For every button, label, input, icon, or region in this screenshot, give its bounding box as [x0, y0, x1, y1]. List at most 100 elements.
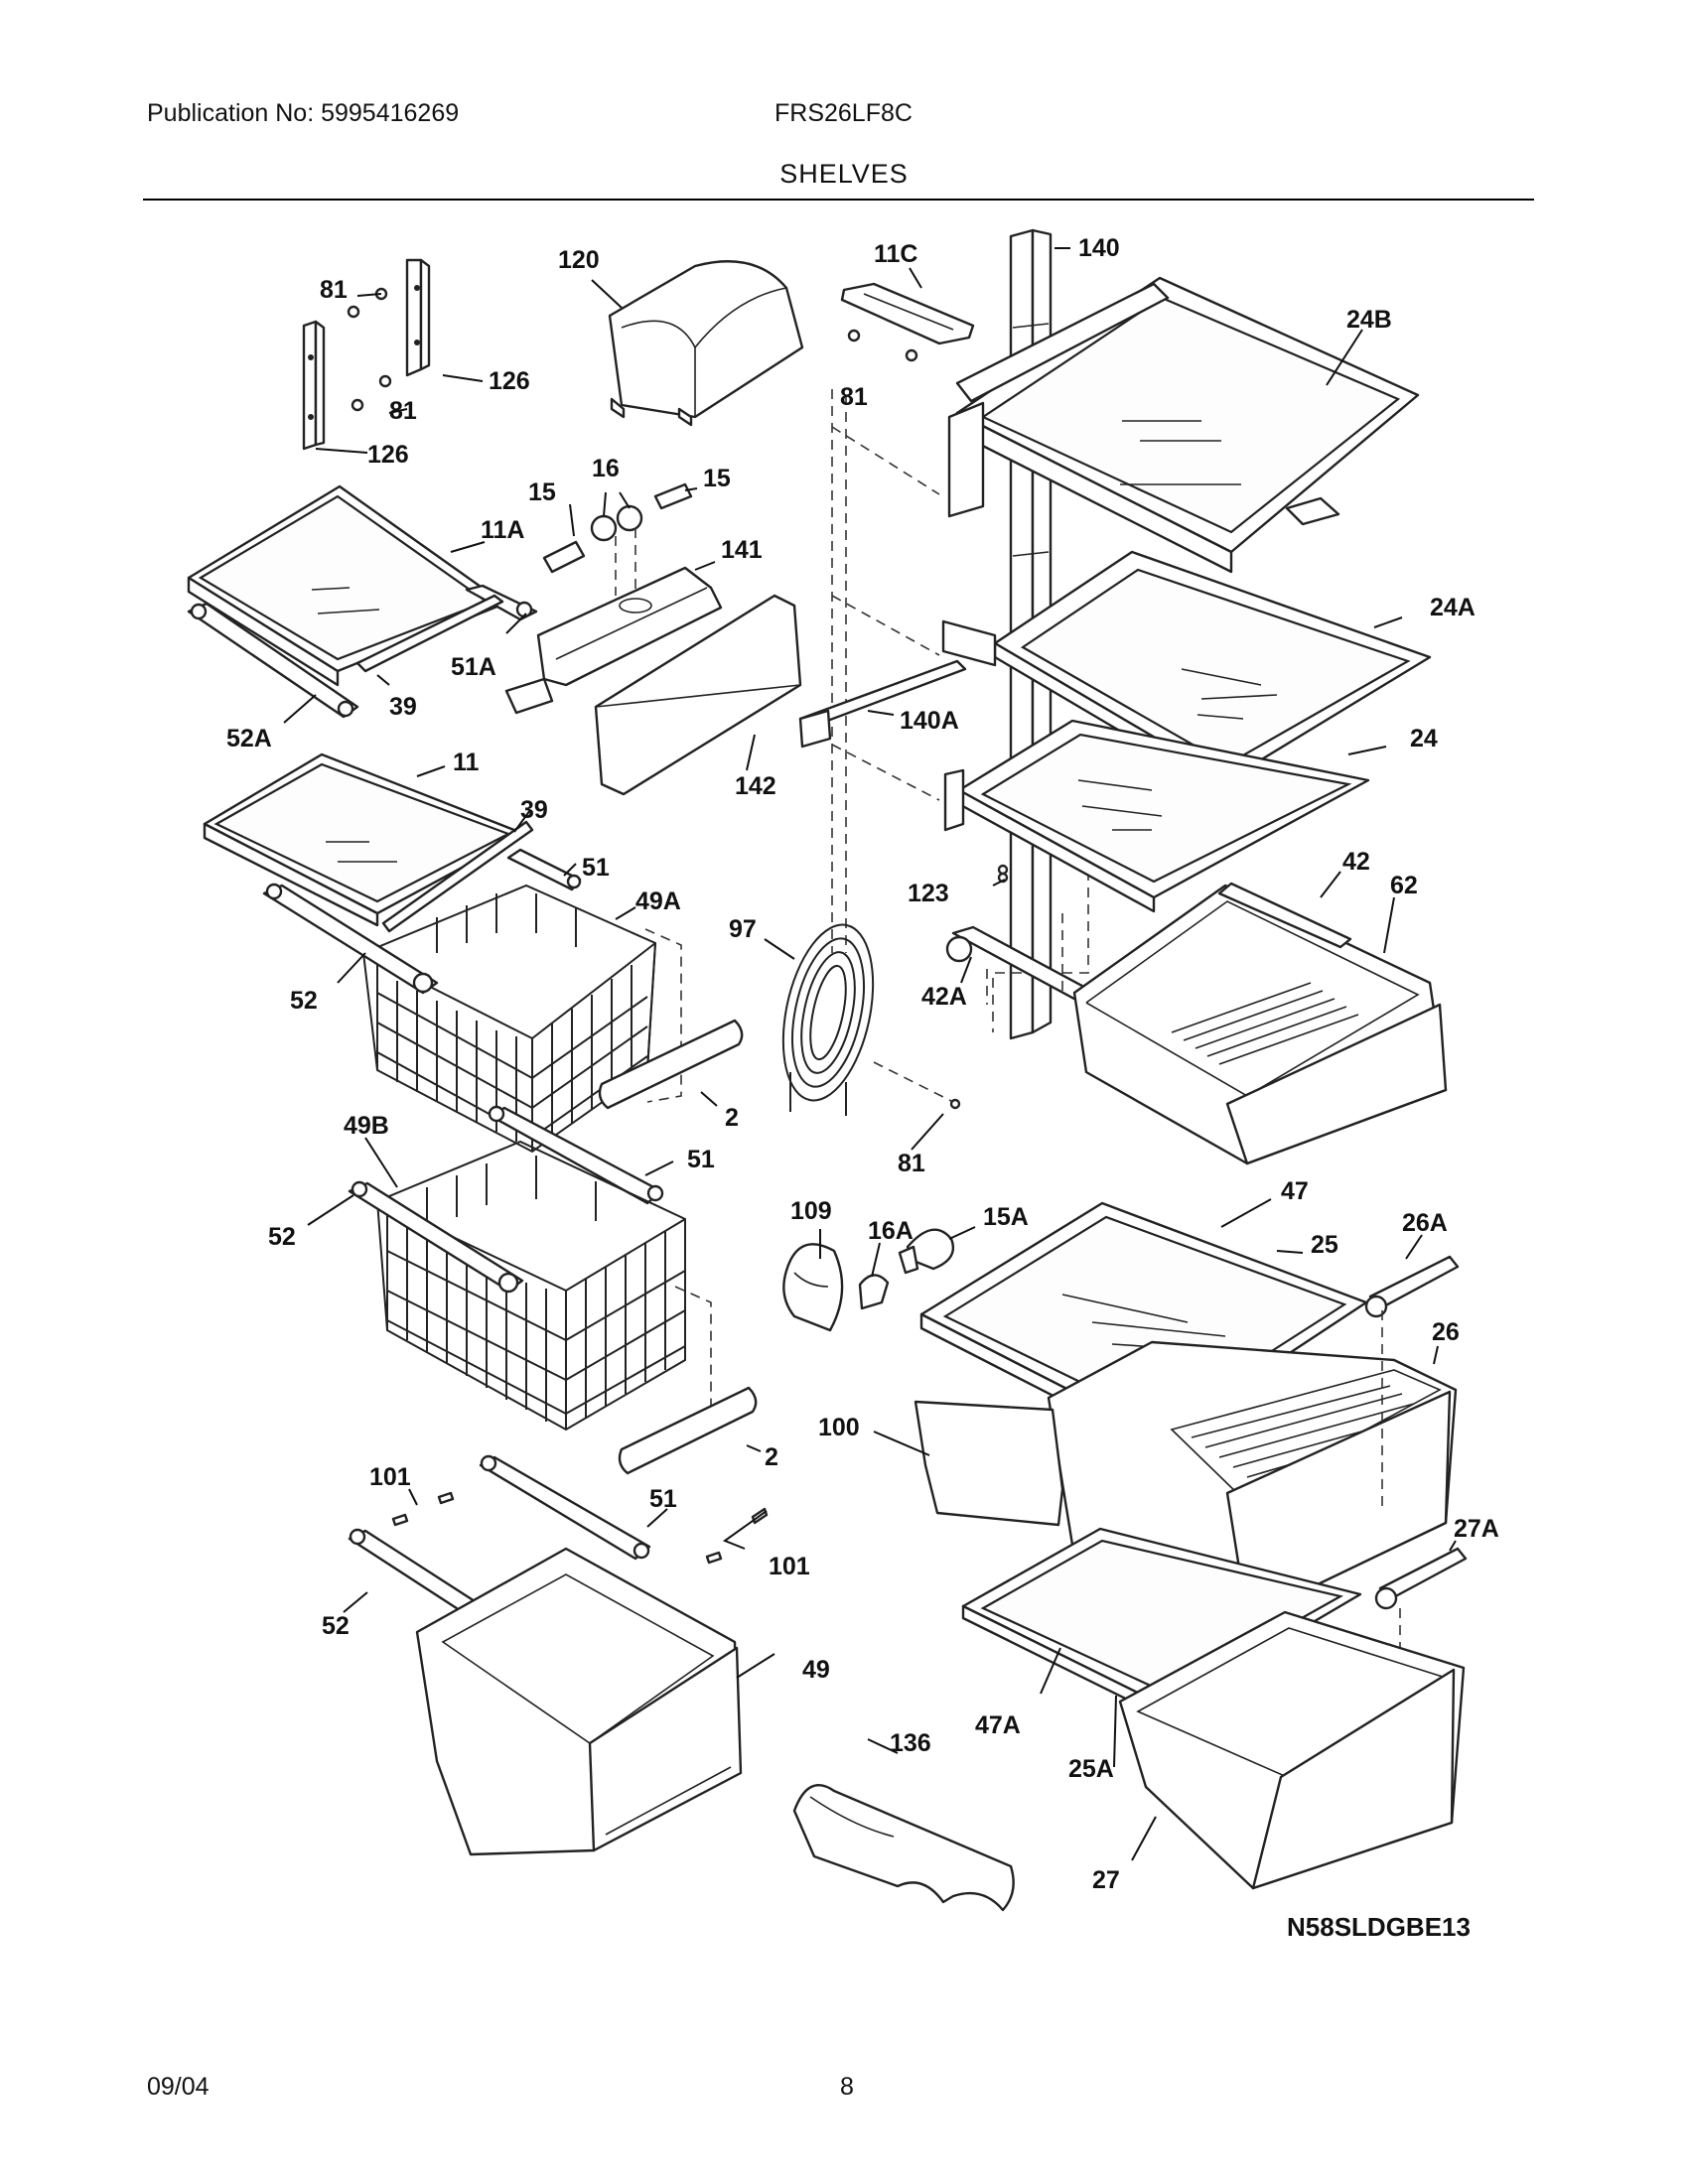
socket-16a [858, 1274, 890, 1310]
pan-cover-142 [594, 594, 802, 796]
page-number: 8 [840, 2073, 854, 2101]
cover-136 [792, 1784, 1015, 1912]
bracket-26a [1364, 1255, 1460, 1318]
diagram-code: N58SLDGBE13 [1287, 1912, 1471, 1942]
callout-26: 26 [1432, 1318, 1460, 1346]
callout-140a: 140A [900, 707, 959, 735]
callout-62: 62 [1390, 872, 1418, 899]
callout-126: 126 [367, 441, 409, 469]
screw-81-lower-icon [949, 1098, 961, 1110]
callout-47: 47 [1281, 1177, 1309, 1205]
callout-136: 136 [890, 1729, 931, 1757]
model-number: FRS26LF8C [774, 99, 913, 127]
callout-51: 51 [687, 1146, 715, 1173]
callout-52: 52 [322, 1612, 350, 1640]
callout-81: 81 [389, 397, 417, 425]
rail-52-middle [348, 1180, 524, 1294]
callout-51: 51 [582, 854, 610, 882]
callout-109: 109 [790, 1197, 832, 1225]
callout-101: 101 [769, 1553, 810, 1580]
callout-49b: 49B [344, 1112, 389, 1140]
screw-101-icon [391, 1491, 769, 1565]
callout-25a: 25A [1068, 1755, 1114, 1783]
basket-49b [375, 1140, 686, 1432]
callout-15a: 15A [983, 1203, 1029, 1231]
callout-25: 25 [1311, 1231, 1338, 1259]
callout-11c: 11C [874, 240, 917, 268]
trim-39 [355, 594, 504, 673]
bulb-socket-16 [542, 482, 693, 574]
callout-2: 2 [765, 1443, 778, 1471]
trim-2-upper [598, 1019, 744, 1110]
rail-52-upper [262, 883, 439, 995]
rail-52a [187, 602, 359, 719]
bracket-141 [504, 566, 723, 715]
bracket-126-upper [405, 258, 431, 377]
header-rule [143, 199, 1534, 201]
callout-16: 16 [592, 455, 620, 482]
callout-24b: 24B [1346, 306, 1392, 334]
shelf-11a [187, 484, 506, 687]
callout-141: 141 [721, 536, 763, 564]
section-title: SHELVES [779, 159, 909, 189]
callout-52a: 52A [226, 725, 272, 752]
callout-15: 15 [528, 478, 556, 506]
callout-81: 81 [320, 276, 348, 304]
callout-27: 27 [1092, 1866, 1120, 1894]
callout-123: 123 [908, 880, 949, 907]
callout-142: 142 [735, 772, 776, 800]
callout-52: 52 [290, 987, 318, 1015]
callout-120: 120 [558, 246, 600, 274]
callout-47a: 47A [975, 1711, 1021, 1739]
shelf-47a [961, 1527, 1362, 1721]
callout-11a: 11A [481, 516, 524, 544]
callout-16a: 16A [868, 1217, 914, 1245]
pan-49 [415, 1547, 743, 1856]
callout-11: 11 [453, 749, 480, 776]
pan-120 [608, 260, 804, 427]
callout-49: 49 [802, 1656, 830, 1684]
pan-27 [1118, 1610, 1466, 1890]
callout-26a: 26A [1402, 1209, 1448, 1237]
callout-42a: 42A [921, 983, 967, 1011]
shelf-11 [203, 752, 526, 927]
callout-39: 39 [520, 796, 548, 824]
callout-81: 81 [840, 383, 868, 411]
rail-11c [840, 282, 975, 362]
callout-51a: 51A [451, 653, 496, 681]
callout-24a: 24A [1430, 594, 1476, 621]
shelf-24b [947, 276, 1420, 574]
callout-140: 140 [1078, 234, 1120, 262]
trim-39-lower [381, 820, 534, 933]
rail-51-upper [506, 848, 582, 891]
shelf-24 [943, 719, 1370, 913]
callout-100: 100 [818, 1414, 860, 1441]
screw-81-icon [347, 287, 392, 412]
callout-52: 52 [268, 1223, 296, 1251]
callout-2: 2 [725, 1104, 739, 1132]
trim-2-lower [618, 1386, 758, 1475]
bracket-27a [1374, 1547, 1468, 1610]
callout-49a: 49A [635, 887, 681, 915]
shroud-100 [914, 1400, 1064, 1527]
pan-62 [1072, 882, 1448, 1165]
callout-101: 101 [369, 1463, 411, 1491]
callout-97: 97 [729, 915, 757, 943]
leader-lines [283, 247, 1457, 1861]
bracket-126-lower [302, 320, 326, 451]
callout-24: 24 [1410, 725, 1438, 752]
callout-27a: 27A [1454, 1515, 1499, 1543]
rail-51-middle [488, 1105, 664, 1205]
bulb-15a [898, 1228, 955, 1275]
footer-date: 09/04 [147, 2073, 210, 2101]
bar-140a [798, 659, 967, 749]
heater-coil-97 [781, 923, 875, 1116]
light-cover-109 [782, 1243, 844, 1332]
callout-126: 126 [489, 367, 530, 395]
publication-number: Publication No: 5995416269 [147, 99, 460, 127]
rail-51-lower [479, 1454, 651, 1561]
callout-42: 42 [1342, 848, 1370, 876]
callout-81: 81 [898, 1150, 925, 1177]
callout-51: 51 [649, 1485, 677, 1513]
